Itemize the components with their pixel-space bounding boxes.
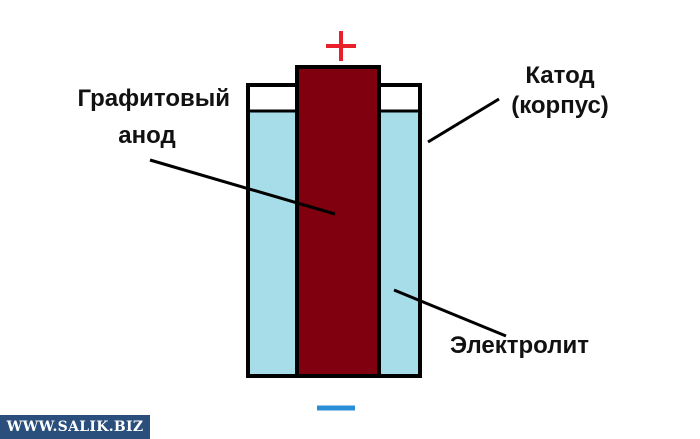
anode-label: Графитовый	[20, 84, 230, 114]
cathode-label: Катод (корпус)	[495, 61, 625, 121]
cathode-label-line2: (корпус)	[511, 92, 609, 119]
anode-label-line1: Графитовый	[77, 85, 230, 112]
anode-label-second: анод	[92, 121, 202, 151]
cathode-leader-line	[427, 97, 500, 144]
electrolyte-leader-line	[393, 288, 507, 338]
graphite-anode	[295, 65, 381, 378]
positive-terminal-sign	[326, 31, 356, 61]
anode-leader-line	[149, 158, 336, 216]
electrolyte-label-text: Электролит	[450, 332, 589, 359]
cathode-label-line1: Катод	[525, 62, 595, 89]
site-watermark: WWW.SALIK.BIZ	[0, 415, 150, 439]
anode-label-line2: анод	[118, 122, 176, 149]
electrolyte-label: Электролит	[450, 331, 589, 361]
watermark-text: WWW.SALIK.BIZ	[6, 419, 144, 435]
